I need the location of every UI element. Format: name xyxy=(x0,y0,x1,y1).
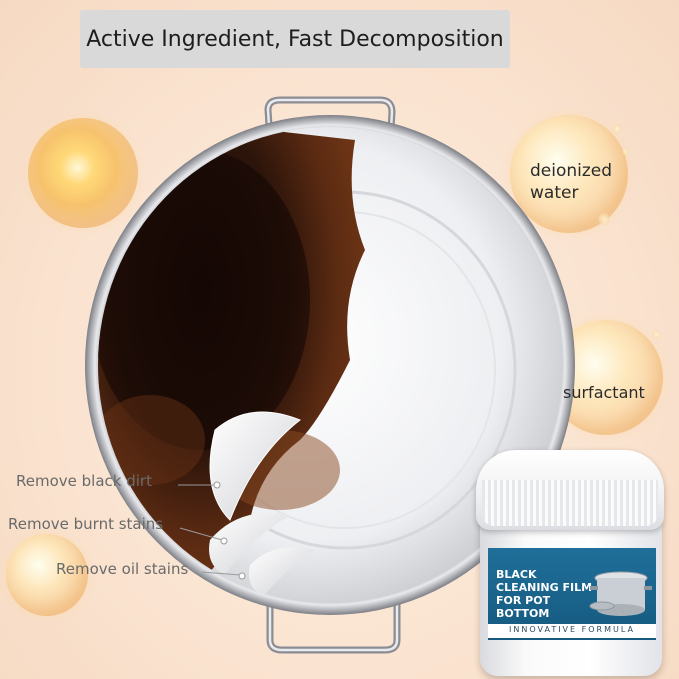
headline-text: Active Ingredient, Fast Decomposition xyxy=(86,26,504,52)
callout-burnt-stains: Remove burnt stains xyxy=(8,515,164,533)
oil-bubble-small xyxy=(6,534,88,616)
droplet xyxy=(652,330,661,339)
jar-lid xyxy=(476,450,664,530)
droplet xyxy=(598,213,610,225)
jar-tagline-band: INNOVATIVE FORMULA xyxy=(488,624,656,638)
label-deionized-water: deionized water xyxy=(530,161,613,203)
headline-banner: Active Ingredient, Fast Decomposition xyxy=(80,10,510,68)
product-tagline: INNOVATIVE FORMULA xyxy=(509,625,635,634)
droplet xyxy=(622,148,629,155)
callout-black-dirt: Remove black dirt xyxy=(16,472,152,490)
label-surfactant: surfactant xyxy=(563,383,645,402)
oil-bubble-large xyxy=(28,118,138,228)
pot-icon xyxy=(589,571,652,616)
product-name: BLACK CLEANING FILM FOR POT BOTTOM xyxy=(496,568,593,620)
callout-oil-stains: Remove oil stains xyxy=(56,560,189,578)
droplet xyxy=(612,124,622,134)
deionized-water-bubble xyxy=(510,115,628,233)
